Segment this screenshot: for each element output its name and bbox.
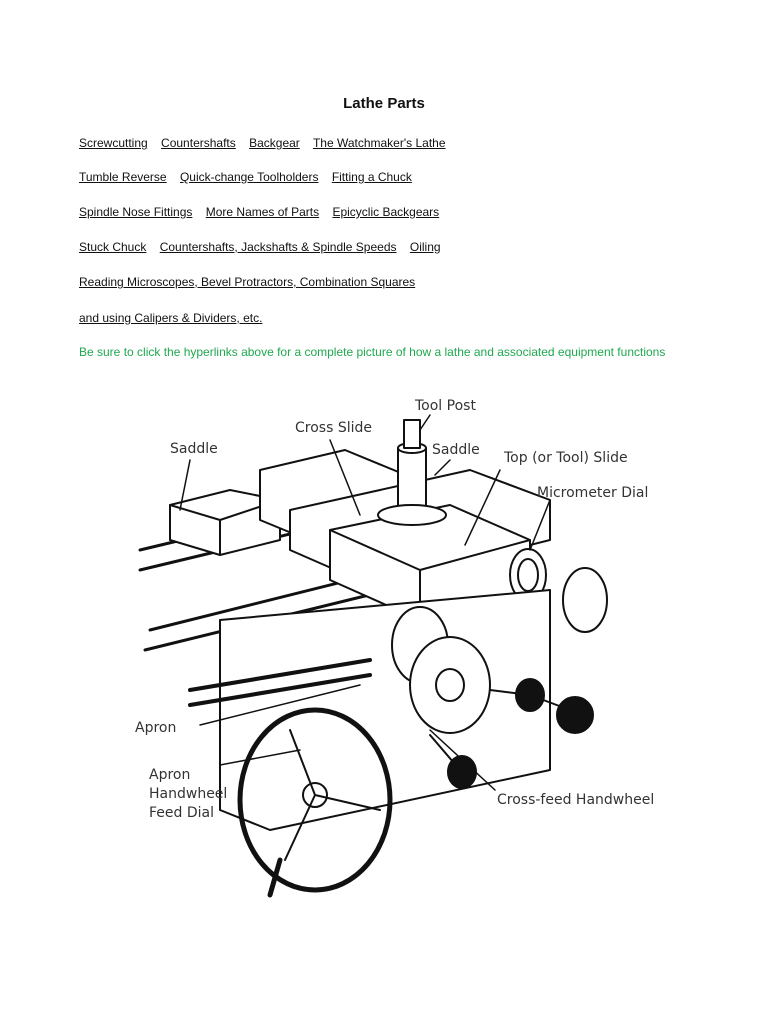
link-countershafts-jackshafts[interactable]: Countershafts, Jackshafts & Spindle Spee… bbox=[159, 240, 397, 254]
link-more-names-of-parts[interactable]: More Names of Parts bbox=[205, 205, 320, 219]
label-saddle-left: Saddle bbox=[170, 441, 218, 457]
hyperlink-notice: Be sure to click the hyperlinks above fo… bbox=[79, 345, 666, 359]
label-apron-handwheel-3: Feed Dial bbox=[149, 805, 214, 821]
link-epicyclic-backgears[interactable]: Epicyclic Backgears bbox=[332, 205, 440, 219]
label-cross-slide: Cross Slide bbox=[295, 420, 372, 436]
lathe-diagram: Tool Post Cross Slide Saddle Saddle Top … bbox=[130, 390, 670, 900]
label-cross-feed-handwheel: Cross-feed Handwheel bbox=[497, 792, 654, 808]
label-apron-handwheel-2: Handwheel bbox=[149, 786, 227, 802]
link-stuck-chuck[interactable]: Stuck Chuck bbox=[79, 240, 147, 254]
label-apron-handwheel-1: Apron bbox=[149, 767, 190, 783]
link-fitting-a-chuck[interactable]: Fitting a Chuck bbox=[331, 170, 412, 184]
link-oiling[interactable]: Oiling bbox=[409, 240, 441, 254]
link-row-2: Tumble Reverse Quick-change Toolholders … bbox=[79, 170, 422, 184]
link-screwcutting[interactable]: Screwcutting bbox=[79, 136, 148, 150]
link-quick-change-toolholders[interactable]: Quick-change Toolholders bbox=[179, 170, 319, 184]
link-row-3: Spindle Nose Fittings More Names of Part… bbox=[79, 205, 449, 219]
page-title: Lathe Parts bbox=[343, 95, 425, 112]
link-row-6: and using Calipers & Dividers, etc. bbox=[79, 311, 272, 325]
link-calipers-dividers[interactable]: and using Calipers & Dividers, etc. bbox=[79, 311, 263, 325]
link-backgear[interactable]: Backgear bbox=[249, 136, 300, 150]
link-row-1: Screwcutting Countershafts Backgear The … bbox=[79, 136, 456, 150]
label-saddle-right: Saddle bbox=[432, 442, 480, 458]
link-watchmakers-lathe[interactable]: The Watchmaker's Lathe bbox=[312, 136, 446, 150]
label-apron: Apron bbox=[135, 720, 176, 736]
link-countershafts[interactable]: Countershafts bbox=[161, 136, 236, 150]
label-top-slide: Top (or Tool) Slide bbox=[503, 450, 628, 466]
link-row-4: Stuck Chuck Countershafts, Jackshafts & … bbox=[79, 240, 451, 254]
link-row-5: Reading Microscopes, Bevel Protractors, … bbox=[79, 275, 425, 289]
label-tool-post: Tool Post bbox=[414, 398, 476, 414]
link-spindle-nose-fittings[interactable]: Spindle Nose Fittings bbox=[79, 205, 193, 219]
link-reading-microscopes[interactable]: Reading Microscopes, Bevel Protractors, … bbox=[79, 275, 416, 289]
link-tumble-reverse[interactable]: Tumble Reverse bbox=[79, 170, 167, 184]
label-micrometer-dial: Micrometer Dial bbox=[537, 485, 648, 501]
